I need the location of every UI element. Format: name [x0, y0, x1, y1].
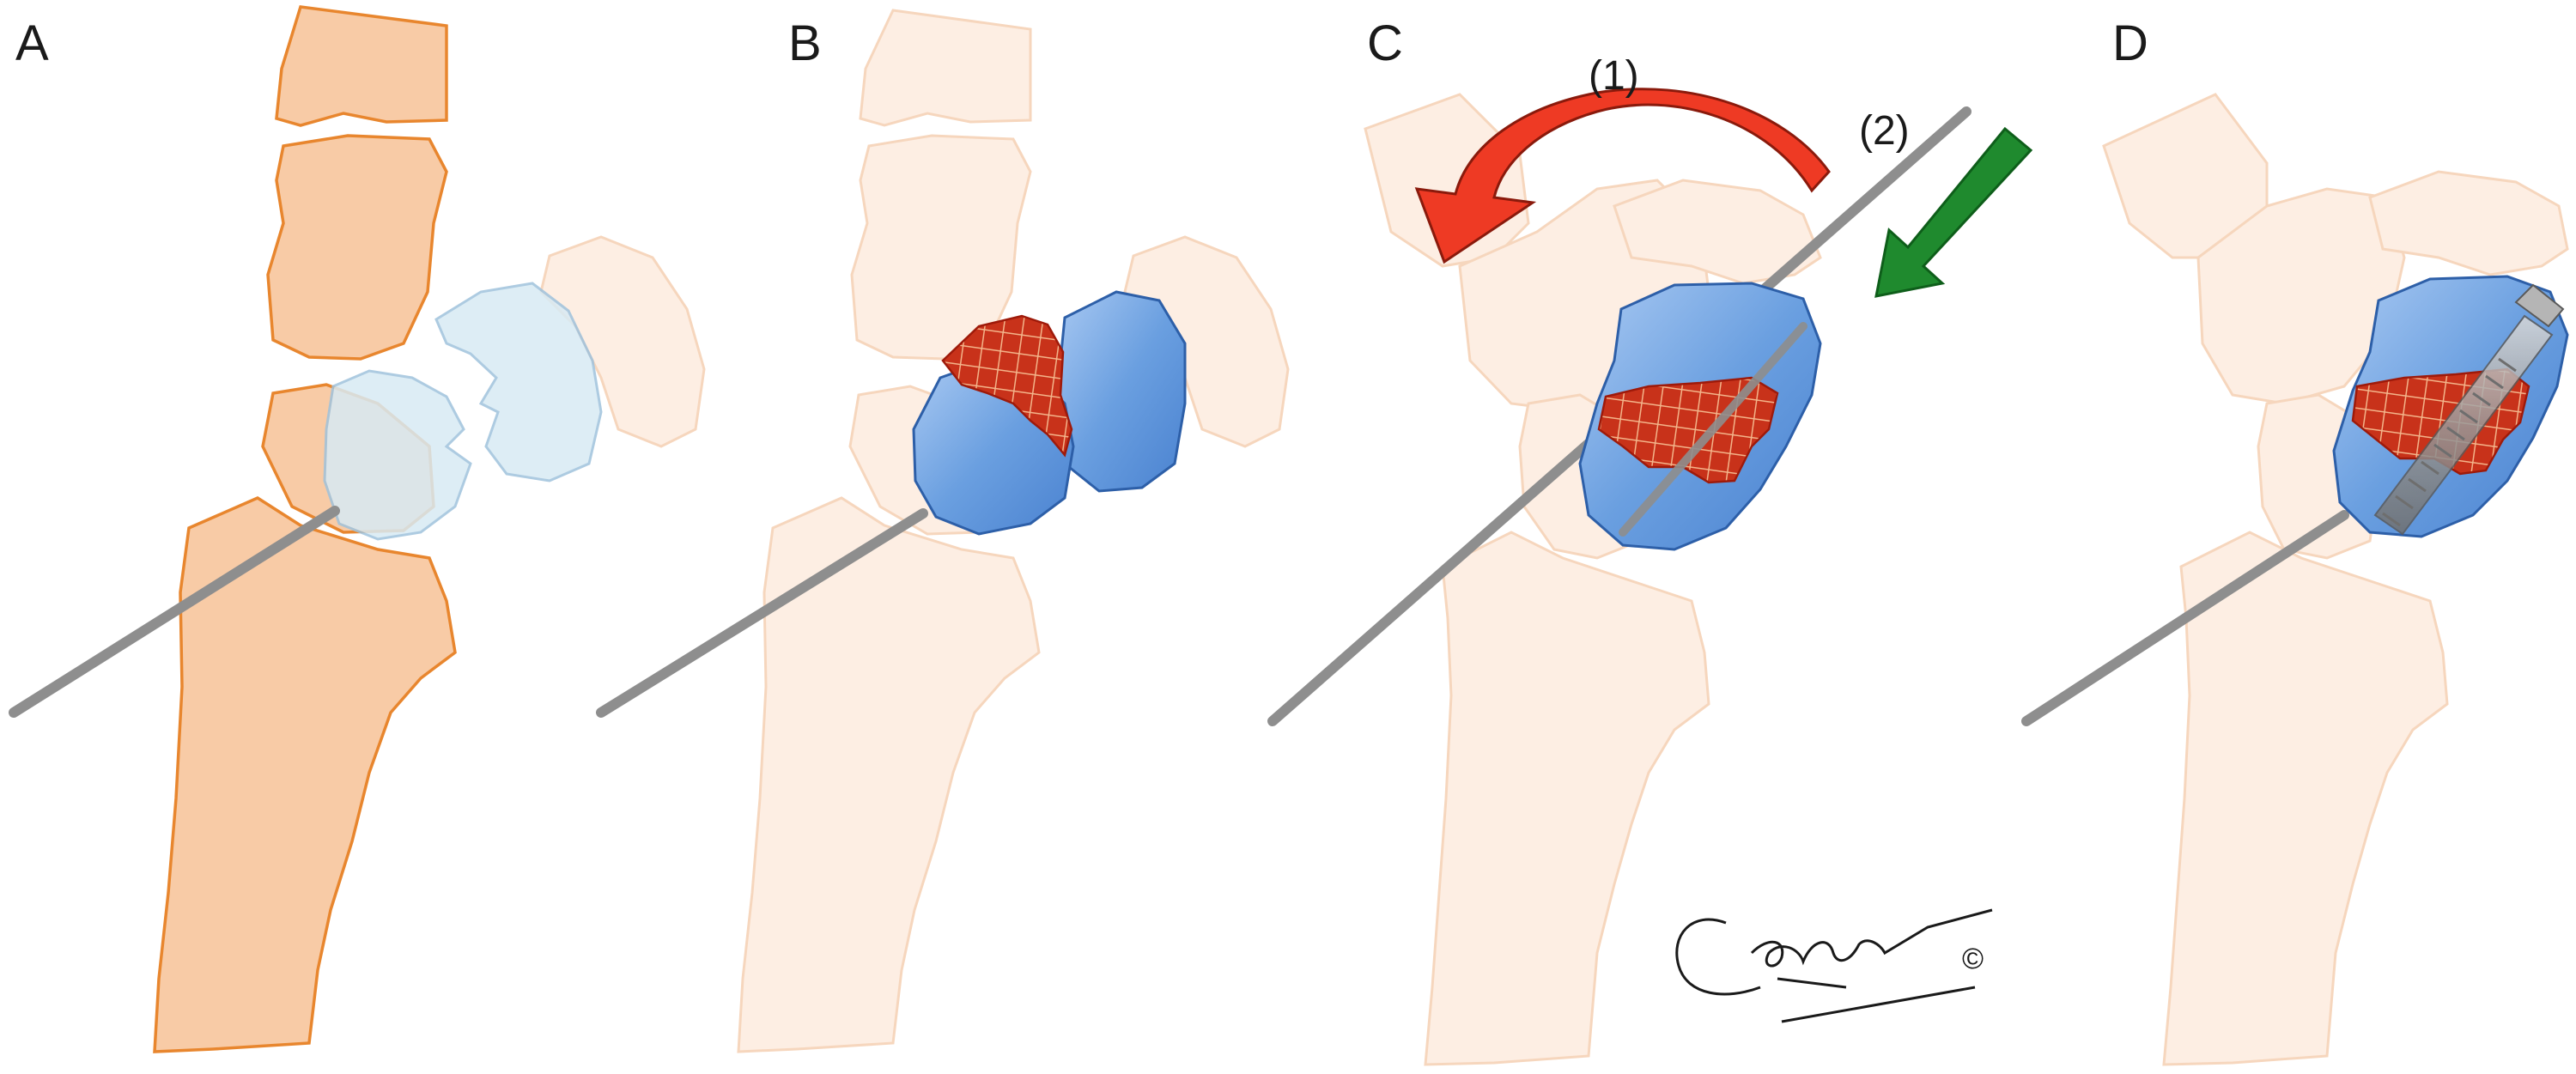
carpal-bone [266, 134, 448, 361]
curved-arrow-icon [1414, 88, 1831, 264]
guide-wire [596, 508, 928, 718]
panel-label-c: C [1367, 15, 1403, 71]
radius-bone [737, 496, 1041, 1053]
guide-wire [9, 506, 340, 718]
scaphoid-proximal-fragment [323, 369, 472, 541]
radius-bone [1424, 531, 1710, 1066]
straight-arrow-icon [1874, 126, 2033, 298]
capitate-bone [859, 9, 1032, 127]
copyright-symbol: © [1962, 943, 1984, 975]
scaphoid-distal-fragment [1054, 290, 1187, 493]
panel-label-d: D [2112, 15, 2148, 71]
scaphoid-distal-fragment [434, 282, 603, 482]
panel-a: A [9, 5, 706, 1053]
panel-b: B [596, 9, 1290, 1053]
trapezium-bone [1613, 179, 1822, 285]
panel-d: D [2021, 15, 2569, 1066]
panel-label-a: A [15, 15, 49, 71]
radius-bone [153, 496, 457, 1053]
panel-c: C (1) (2) © [1267, 15, 2033, 1066]
guide-wire-through-scaphoid [1619, 322, 1807, 537]
compression-step-label: (2) [1859, 108, 1910, 154]
bone-graft [941, 314, 1073, 458]
capitate-bone [275, 5, 448, 127]
screw-icon [2373, 283, 2565, 536]
trapezium-bone [2368, 170, 2569, 276]
radius-bone [2162, 531, 2449, 1066]
panel-label-b: B [788, 15, 822, 71]
author-signature: © [1675, 908, 1993, 1023]
rotation-step-label: (1) [1589, 53, 1639, 99]
guide-wire [2021, 510, 2349, 726]
